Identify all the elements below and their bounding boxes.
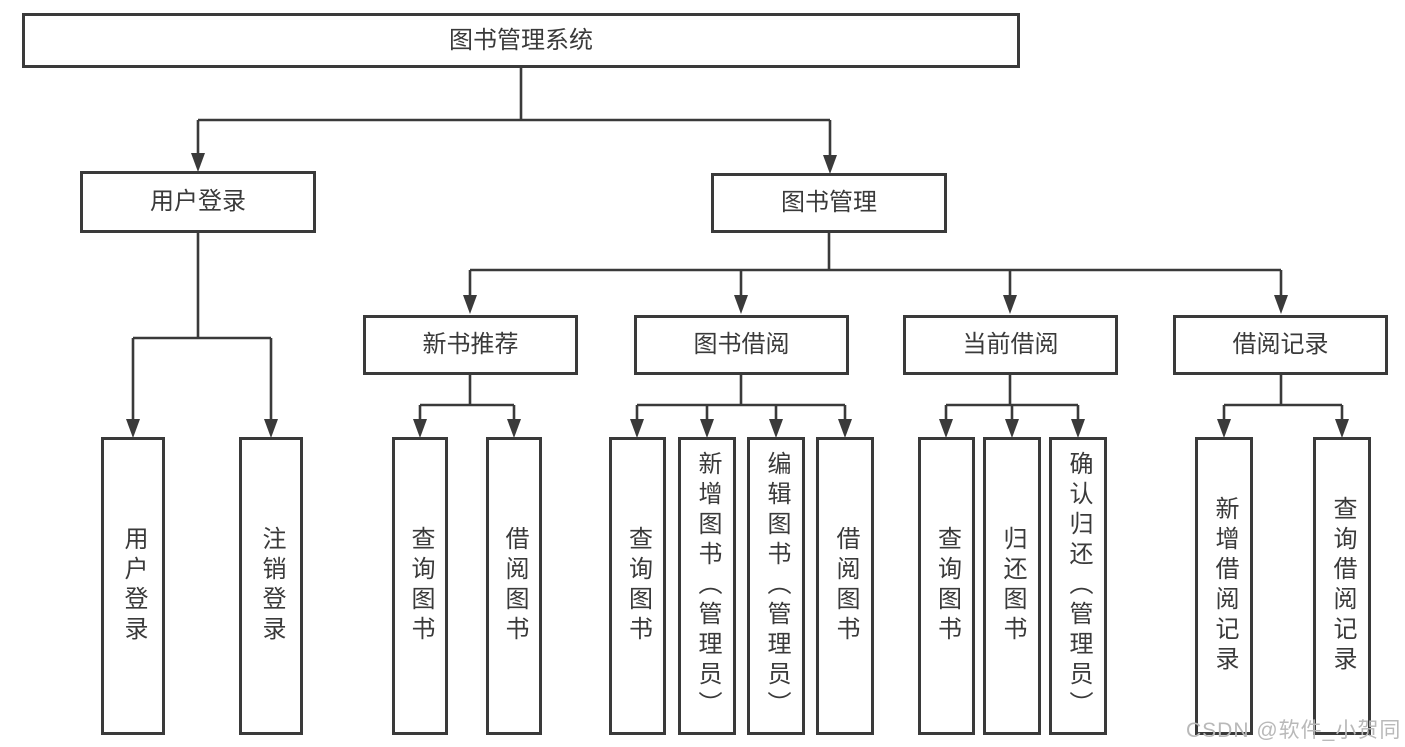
connector-borrow-records-children: [1217, 375, 1349, 438]
connector-new-book-children: [413, 375, 521, 438]
node-book-management: 图书管理: [711, 173, 947, 233]
leaf-add-book-admin: 新增图书（管理员）: [678, 437, 736, 735]
leaf-newbook-borrow-books: 借阅图书: [486, 437, 542, 735]
leaf-add-borrow-record: 新增借阅记录: [1195, 437, 1253, 735]
node-current-borrow: 当前借阅: [903, 315, 1118, 375]
node-user-login: 用户登录: [80, 171, 316, 233]
leaf-query-borrow-record: 查询借阅记录: [1313, 437, 1371, 735]
leaf-borrow-book: 借阅图书: [816, 437, 874, 735]
leaf-newbook-query-books: 查询图书: [392, 437, 448, 735]
csdn-watermark: CSDN @软件_小贺同学: [1186, 719, 1402, 742]
leaf-edit-book-admin: 编辑图书（管理员）: [747, 437, 805, 735]
leaf-current-query-books: 查询图书: [918, 437, 975, 735]
node-new-book-recommend: 新书推荐: [363, 315, 578, 375]
leaf-logout: 注销登录: [239, 437, 303, 735]
connector-user-login-children: [126, 233, 278, 438]
leaf-confirm-return-admin: 确认归还（管理员）: [1049, 437, 1107, 735]
node-root: 图书管理系统: [22, 13, 1020, 68]
leaf-user-login: 用户登录: [101, 437, 165, 735]
connector-book-management-children: [463, 233, 1288, 314]
leaf-borrow-query-books: 查询图书: [609, 437, 666, 735]
connector-book-borrow-children: [630, 375, 852, 438]
leaf-return-book: 归还图书: [983, 437, 1041, 735]
node-borrow-records: 借阅记录: [1173, 315, 1388, 375]
node-book-borrow: 图书借阅: [634, 315, 849, 375]
connector-root-to-level2: [191, 68, 837, 174]
connector-current-borrow-children: [939, 375, 1085, 438]
